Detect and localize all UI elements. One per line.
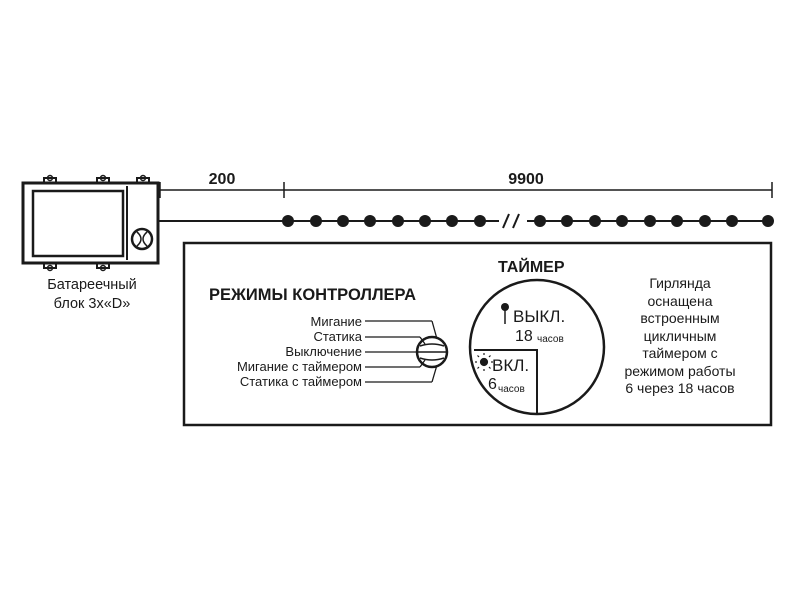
timer-dial [468, 278, 606, 416]
battery-caption-line1: Батареечный [47, 277, 137, 293]
bulb-dot [561, 215, 573, 227]
bulb-dot [671, 215, 683, 227]
mode-item: Выключение [285, 344, 362, 359]
battery-caption-line2: блок 3х«D» [53, 296, 131, 312]
off-pin-icon [501, 303, 509, 324]
modes-title: РЕЖИМЫ КОНТРОЛЛЕРА [209, 286, 417, 304]
mode-item: Статика с таймером [239, 374, 362, 389]
bulb-dot [589, 215, 601, 227]
mode-button-icon [415, 335, 449, 369]
mode-leader-lines [365, 320, 438, 383]
controller-panel [182, 241, 773, 427]
on-hours: 6 [488, 376, 497, 393]
off-hours-unit: часов [537, 334, 564, 345]
battery-caption: Батареечный блок 3х«D» [12, 276, 172, 314]
bulb-dot [282, 215, 294, 227]
description-line: Гирлянда [649, 275, 711, 291]
description-line: таймером с [642, 345, 718, 361]
bulb-dot [616, 215, 628, 227]
bulb-dot [446, 215, 458, 227]
description-line: оснащена [647, 292, 713, 309]
bulb-dot [644, 215, 656, 227]
timer-description: Гирлянда оснащена встроенным цикличным т… [590, 275, 770, 398]
bulb-dot [474, 215, 486, 227]
mode-item: Мигание с таймером [236, 359, 362, 374]
garland-length-label: 9900 [508, 171, 544, 188]
bulb-dot [726, 215, 738, 227]
on-hours-unit: часов [498, 384, 525, 395]
bulb-dot [392, 215, 404, 227]
description-line: встроенным [640, 310, 720, 326]
bulb-dot [364, 215, 376, 227]
lead-length-label: 200 [208, 171, 236, 188]
off-label: ВЫКЛ. [513, 307, 566, 326]
garland-bulbs [282, 215, 774, 227]
bulb-dot [699, 215, 711, 227]
bulb-dot [337, 215, 349, 227]
on-label: ВКЛ. [492, 356, 530, 375]
description-line: режимом работы [624, 362, 736, 379]
bulb-dot [534, 215, 546, 227]
battery-block [21, 174, 160, 272]
dimension-lines [159, 182, 773, 198]
off-hours: 18 [515, 328, 533, 345]
description-line: цикличным [643, 327, 717, 344]
description-line: 6 через 18 часов [625, 380, 735, 396]
bulb-dot [419, 215, 431, 227]
mode-item: Статика [313, 329, 362, 344]
sun-icon [475, 353, 493, 371]
bulb-dot [310, 215, 322, 227]
timer-title: ТАЙМЕР [498, 259, 565, 276]
bulb-dot [762, 215, 774, 227]
mode-item: Мигание [310, 314, 362, 329]
